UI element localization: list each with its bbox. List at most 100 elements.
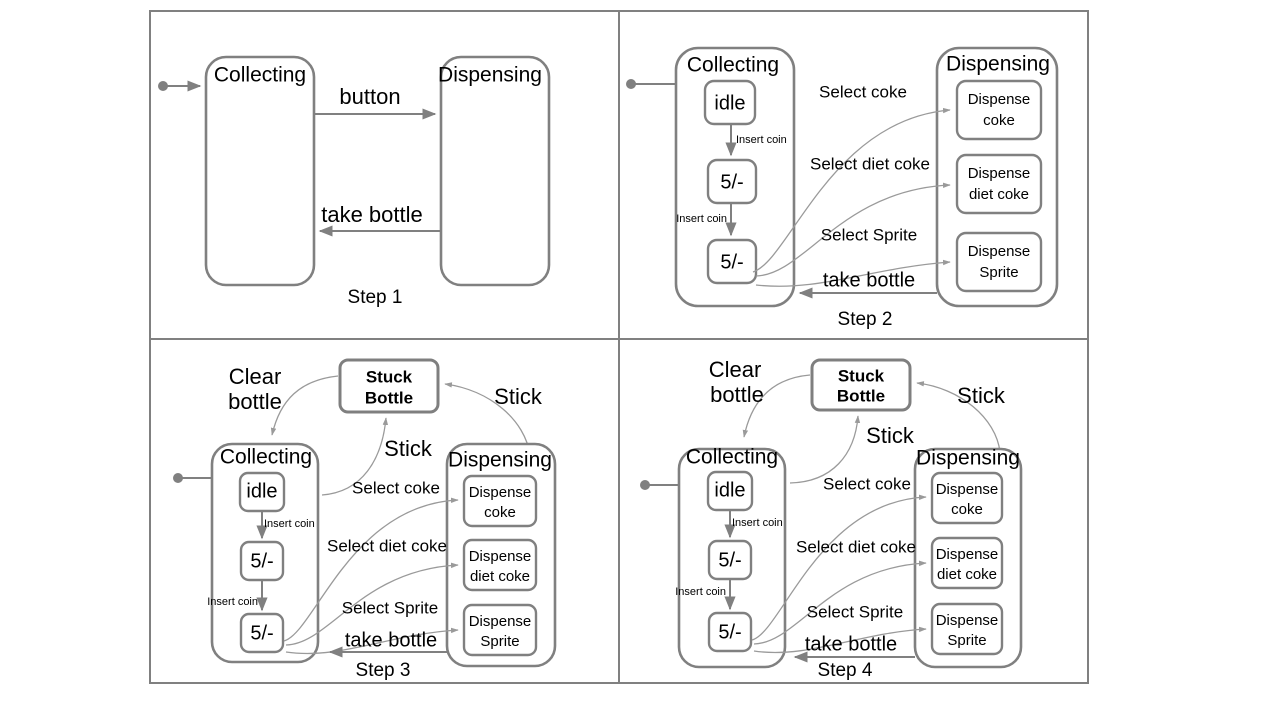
state-dispensing-label: Dispensing (438, 64, 542, 87)
start-dot-icon (173, 473, 183, 483)
state-collecting[interactable] (204, 55, 316, 287)
transition-select-coke-arrow (751, 494, 927, 641)
substate-dispense-diet-coke[interactable] (462, 538, 538, 592)
transition-select-coke-label: Select coke (352, 478, 440, 497)
step3-caption: Step 3 (356, 660, 411, 681)
transition-insert-coin-2-label: Insert coin (207, 596, 258, 608)
substate-five-2-label: 5/- (720, 251, 743, 273)
substate-dispense-coke-line1: Dispense (936, 481, 999, 498)
substate-dispense-sprite-line2: Sprite (979, 264, 1018, 281)
transition-take-bottle-label: take bottle (321, 202, 423, 227)
transition-select-diet-coke-label: Select diet coke (327, 536, 447, 555)
transition-select-coke-arrow (283, 497, 459, 642)
transition-clear-bottle-line1: Clear (709, 357, 762, 382)
transition-select-sprite-arrow (285, 627, 459, 655)
substate-dispense-coke-line1: Dispense (469, 484, 532, 501)
substate-dispense-diet-coke-line2: diet coke (470, 568, 530, 585)
substate-five-1-label: 5/- (250, 550, 273, 572)
transition-stick-right-label: Stick (957, 383, 1006, 408)
transition-stick-right-label: Stick (494, 384, 543, 409)
state-collecting-label: Collecting (687, 54, 779, 77)
transition-select-diet-coke-arrow (285, 562, 459, 646)
substate-dispense-sprite-line1: Dispense (469, 613, 532, 630)
transition-button-label: button (339, 84, 400, 109)
transition-stick-middle-label: Stick (384, 436, 433, 461)
substate-dispense-sprite-line2: Sprite (947, 632, 986, 649)
state-stuck-bottle-line1: Stuck (838, 366, 885, 385)
state-stuck-bottle[interactable] (338, 358, 440, 414)
substate-dispense-coke-line1: Dispense (968, 91, 1031, 108)
step2-caption: Step 2 (838, 309, 893, 330)
transition-select-coke-label: Select coke (823, 474, 911, 493)
transition-stick-middle-label: Stick (866, 423, 915, 448)
state-stuck-bottle-line2: Bottle (365, 388, 413, 407)
state-collecting-label: Collecting (214, 64, 306, 87)
substate-dispense-coke-line2: coke (484, 504, 516, 521)
substate-five-1-label: 5/- (720, 171, 743, 193)
panel-step3: Stuck Bottle Clear bottle Stick Stick Co… (173, 358, 557, 681)
substate-dispense-sprite[interactable] (930, 602, 1004, 656)
substate-idle-label: idle (714, 479, 745, 501)
transition-select-sprite-arrow (755, 259, 951, 287)
transition-take-bottle-label: take bottle (805, 633, 897, 655)
state-stuck-bottle-line1: Stuck (366, 367, 413, 386)
substate-five-2[interactable] (239, 612, 285, 654)
state-collecting-label: Collecting (220, 446, 312, 469)
transition-clear-bottle-line2: bottle (228, 389, 282, 414)
substate-five-2[interactable] (707, 611, 753, 653)
transition-select-diet-coke-arrow (753, 560, 927, 645)
start-dot-icon (158, 81, 168, 91)
transition-take-bottle-label: take bottle (345, 629, 437, 651)
substate-dispense-coke[interactable] (930, 471, 1004, 525)
step1-caption: Step 1 (348, 287, 403, 308)
substate-dispense-sprite[interactable] (955, 231, 1043, 293)
transition-insert-coin-2-label: Insert coin (675, 586, 726, 598)
transition-insert-coin-1-label: Insert coin (736, 134, 787, 146)
panel-grid (149, 10, 1089, 684)
state-stuck-bottle-line2: Bottle (837, 386, 885, 405)
substate-five-2-label: 5/- (250, 622, 273, 644)
transition-clear-bottle-line2: bottle (710, 382, 764, 407)
transition-clear-bottle-arrow (270, 375, 339, 436)
transition-select-sprite-label: Select Sprite (807, 602, 903, 621)
transition-select-coke-arrow (752, 107, 951, 273)
substate-idle-label: idle (246, 480, 277, 502)
state-dispensing-label: Dispensing (946, 53, 1050, 76)
substate-dispense-diet-coke[interactable] (930, 536, 1004, 590)
transition-select-diet-coke-label: Select diet coke (796, 537, 916, 556)
transition-select-sprite-label: Select Sprite (342, 598, 438, 617)
substate-five-2-label: 5/- (718, 621, 741, 643)
transition-select-coke-label: Select coke (819, 82, 907, 101)
transition-take-bottle-label: take bottle (823, 269, 915, 291)
transition-stick-middle-arrow (789, 415, 861, 484)
state-dispensing[interactable] (439, 55, 551, 287)
substate-dispense-diet-coke-line2: diet coke (969, 186, 1029, 203)
transition-insert-coin-1-label: Insert coin (264, 518, 315, 530)
transition-select-diet-coke-label: Select diet coke (810, 154, 930, 173)
substate-five-2[interactable] (706, 238, 758, 285)
transition-insert-coin-2-label: Insert coin (676, 213, 727, 225)
panel-step4: Stuck Bottle Clear bottle Stick Stick Co… (640, 357, 1023, 681)
substate-dispense-diet-coke[interactable] (955, 153, 1043, 215)
transition-select-sprite-label: Select Sprite (821, 225, 917, 244)
substate-dispense-diet-coke-line1: Dispense (968, 165, 1031, 182)
substate-idle-label: idle (714, 92, 745, 114)
transition-stick-right-arrow (916, 381, 1001, 453)
start-dot-icon (626, 79, 636, 89)
state-stuck-bottle[interactable] (810, 358, 912, 412)
substate-dispense-diet-coke-line1: Dispense (469, 548, 532, 565)
panel-step1: Collecting Dispensing button take bottle… (158, 55, 551, 308)
panel-step2: Collecting idle 5/- 5/- Insert coin Inse… (626, 46, 1059, 330)
substate-dispense-sprite-line1: Dispense (968, 243, 1031, 260)
transition-insert-coin-1-label: Insert coin (732, 517, 783, 529)
transition-clear-bottle-line1: Clear (229, 364, 282, 389)
state-dispensing-label: Dispensing (916, 447, 1020, 470)
substate-dispense-coke[interactable] (955, 79, 1043, 141)
substate-dispense-coke-line2: coke (983, 112, 1015, 129)
substate-dispense-coke[interactable] (462, 474, 538, 528)
substate-dispense-sprite[interactable] (462, 603, 538, 657)
substate-dispense-sprite-line1: Dispense (936, 612, 999, 629)
state-dispensing-label: Dispensing (448, 449, 552, 472)
